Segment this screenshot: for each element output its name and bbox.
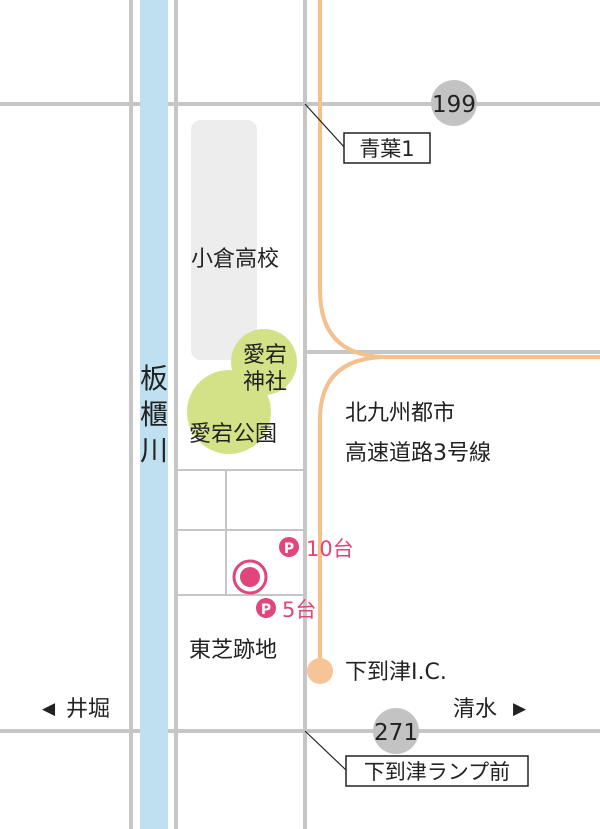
parking-icon — [279, 537, 299, 557]
river-label-char-3: 川 — [140, 434, 168, 467]
parking-5: P 5台 — [256, 598, 316, 622]
route-badge-271-circle — [373, 708, 419, 754]
park-area — [187, 329, 297, 454]
ramp-label-box — [345, 755, 529, 787]
park-green — [187, 370, 271, 454]
destination-inner-dot — [240, 567, 260, 587]
shrine-label-line2: 神社 — [243, 370, 287, 395]
expressway — [318, 0, 600, 667]
destination-marker-icon — [232, 559, 268, 595]
expressway-north-branch — [318, 0, 600, 359]
ramp-callout: 下到津ランプ前 — [304, 730, 529, 787]
aoba-callout: 青葉1 — [304, 103, 431, 164]
shrine-label-line1: 愛宕 — [243, 343, 287, 368]
route-badge-271-label: 271 — [374, 720, 418, 746]
right-arrow-icon: ▶ — [513, 699, 527, 719]
shimizu-label: 清水 — [453, 697, 497, 722]
park-label: 愛宕公園 — [189, 422, 277, 447]
river-label-char-2: 櫃 — [140, 398, 168, 431]
expressway-south-branch — [318, 355, 389, 667]
route-badge-199-circle — [431, 80, 477, 126]
aoba-leader-line — [304, 103, 346, 149]
parking-icon — [256, 598, 276, 618]
ramp-leader-line — [304, 730, 348, 772]
route-badge-199-label: 199 — [432, 92, 476, 118]
aoba-label: 青葉1 — [359, 137, 414, 161]
route-badge-199: 199 — [431, 80, 477, 126]
expressway-label-line2: 高速道路3号線 — [345, 441, 491, 466]
side-streets — [176, 469, 305, 596]
parking-10: P 10台 — [279, 537, 354, 561]
parking-10-label: 10台 — [306, 537, 354, 561]
aoba-label-box — [343, 132, 431, 164]
school-area — [191, 120, 257, 360]
school-label: 小倉高校 — [191, 247, 279, 272]
expressway-label-line1: 北九州都市 — [345, 401, 455, 426]
parking-5-label: 5台 — [282, 598, 316, 622]
ibori-label: 井堀 — [66, 697, 110, 722]
river — [140, 0, 168, 829]
parking-icon-letter: P — [261, 602, 271, 618]
river-label-char-1: 板 — [140, 362, 168, 395]
route-badge-271: 271 — [373, 708, 419, 754]
parking-icon-letter: P — [284, 541, 294, 557]
ramp-label: 下到津ランプ前 — [364, 760, 510, 784]
interchange-label: 下到津I.C. — [345, 660, 447, 685]
interchange-dot-icon — [307, 658, 333, 684]
higashishiba-label: 東芝跡地 — [189, 638, 277, 663]
left-arrow-icon: ◀ — [42, 699, 56, 719]
